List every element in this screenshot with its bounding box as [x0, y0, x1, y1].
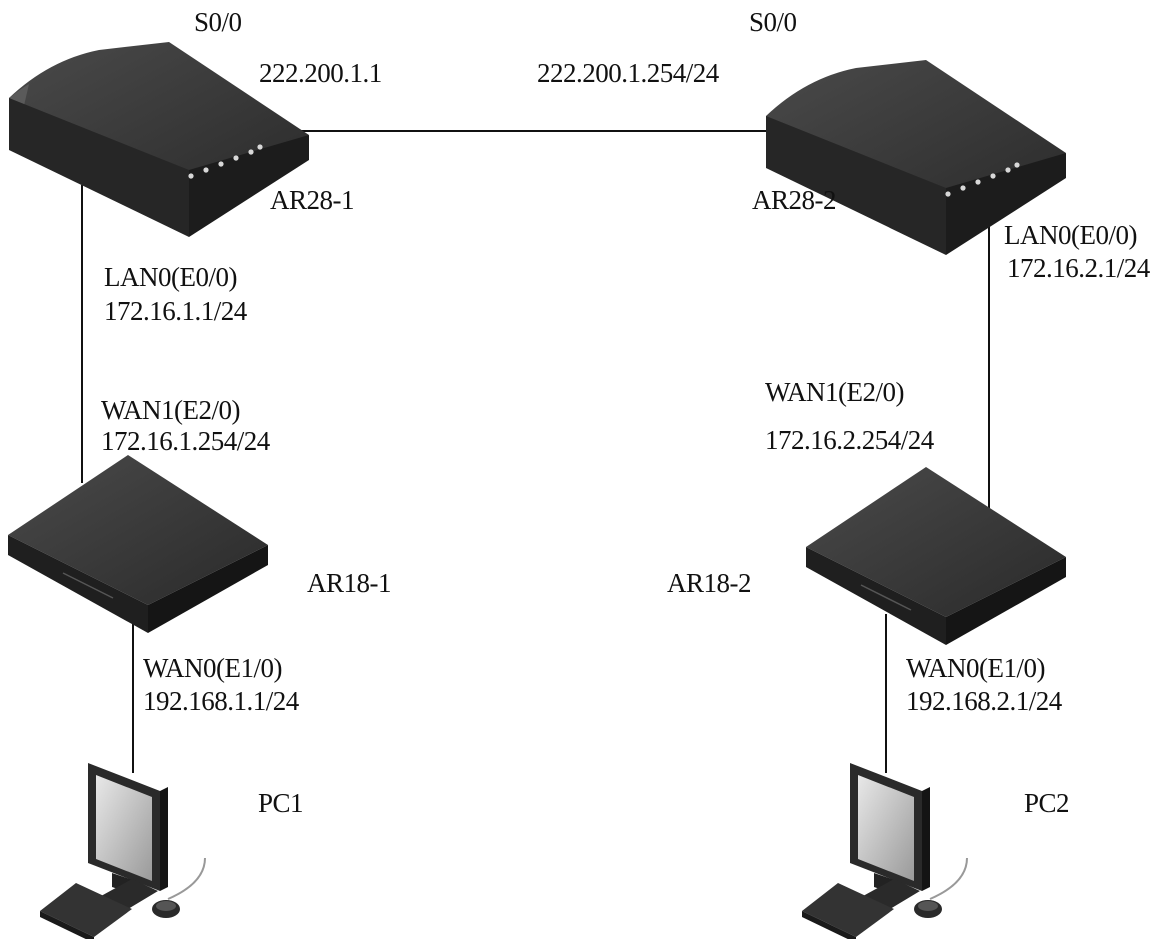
router-ar18-icon [8, 455, 268, 633]
ar18-1-wan0-port-label: WAN0(E1/0) [143, 653, 282, 683]
ar28-1-serial-ip-label: 222.200.1.1 [259, 58, 382, 88]
router-ar28-icon [9, 42, 309, 237]
ar28-2-lan-ip-label: 172.16.2.1/24 [1007, 253, 1150, 283]
ar28-2-name-label: AR28-2 [752, 185, 837, 215]
ar18-2-wan0-ip-label: 192.168.2.1/24 [906, 686, 1062, 716]
desktop-computer-icon [802, 763, 968, 939]
ar28-2-serial-ip-label: 222.200.1.254/24 [537, 58, 719, 88]
desktop-computer-icon [40, 763, 206, 939]
ar18-2-name-label: AR18-2 [667, 568, 752, 598]
ar18-2-wan1-ip-label: 172.16.2.254/24 [765, 425, 934, 455]
ar28-1-lan-ip-label: 172.16.1.1/24 [104, 296, 247, 326]
ar28-2-serial-port-label: S0/0 [749, 7, 797, 37]
pc1-label: PC1 [258, 788, 304, 818]
ar28-1-serial-port-label: S0/0 [194, 7, 242, 37]
links [81, 130, 990, 773]
ar18-1-name-label: AR18-1 [307, 568, 392, 598]
router-ar28-icon [766, 60, 1066, 255]
ar18-1-wan0-ip-label: 192.168.1.1/24 [143, 686, 299, 716]
ar18-2-wan1-port-label: WAN1(E2/0) [765, 377, 904, 407]
ar28-1-name-label: AR28-1 [270, 185, 355, 215]
ar28-2-lan-port-label: LAN0(E0/0) [1004, 220, 1137, 250]
router-ar18-icon [806, 467, 1066, 645]
ar18-1-wan1-ip-label: 172.16.1.254/24 [101, 426, 270, 456]
ar18-1-wan1-port-label: WAN1(E2/0) [101, 395, 240, 425]
ar18-2-wan0-port-label: WAN0(E1/0) [906, 653, 1045, 683]
ar28-1-lan-port-label: LAN0(E0/0) [104, 262, 237, 292]
pc2-label: PC2 [1024, 788, 1070, 818]
